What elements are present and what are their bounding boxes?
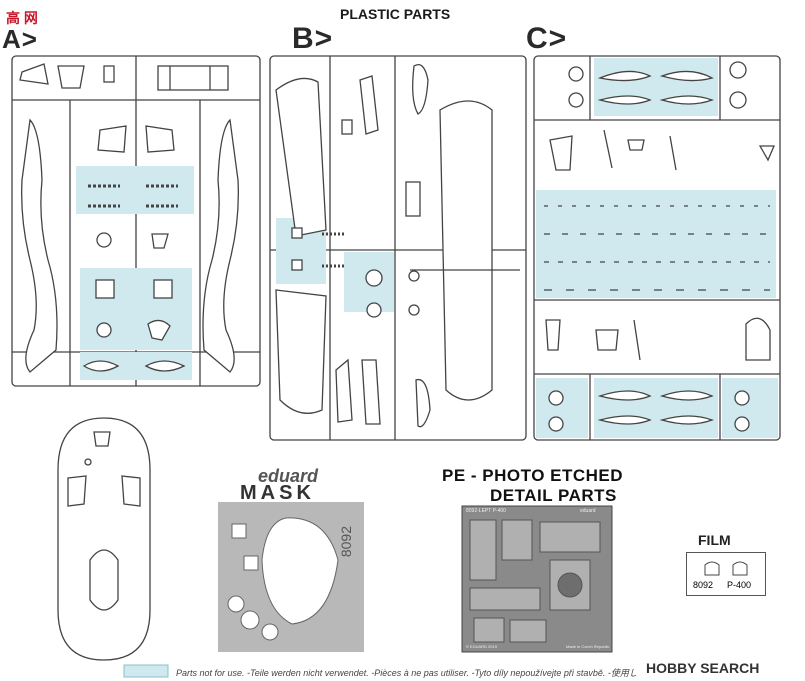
wing-upper-left — [275, 77, 327, 237]
watermark-text: HOBBY SEARCH — [646, 660, 760, 676]
wing-full — [439, 100, 493, 401]
site-logo-text: 高 网 — [6, 10, 38, 26]
pe-fret-code: 8092-LEPT P-400 — [466, 508, 506, 514]
sprue-a-label: A> — [2, 24, 38, 54]
pe-title-line1: PE - PHOTO ETCHED — [442, 466, 624, 485]
site-logo: 高 网 — [6, 8, 38, 28]
page-title: PLASTIC PARTS — [340, 6, 451, 22]
film-dials-icon — [704, 561, 748, 576]
pe-fret-copyright: © EDUARD 2019 — [466, 644, 497, 649]
sprue-b-label: B> — [292, 22, 334, 55]
sprue-c-frame — [533, 55, 781, 441]
pe-fret-origin: Made in Czech Republic — [566, 644, 610, 649]
film-sheet: 8092 P-400 — [686, 552, 766, 596]
mask-brand: eduard — [258, 466, 319, 486]
pe-title-line2: DETAIL PARTS — [490, 486, 617, 505]
sprue-c-unused-parts — [536, 58, 778, 438]
wing-lower-left — [275, 289, 327, 414]
mask-code: 8092 — [338, 526, 354, 558]
sprue-a-unused-parts — [76, 166, 194, 380]
sprue-c-label: C> — [526, 22, 568, 55]
sprue-b-frame — [269, 55, 527, 441]
fuselage-left — [21, 118, 58, 373]
film-model: P-400 — [727, 580, 752, 590]
legend-swatch — [123, 664, 169, 678]
fuselage-right — [202, 118, 239, 373]
mask-label: MASK — [240, 482, 315, 504]
pe-fret-brand: eduard — [580, 508, 596, 514]
film-label: FILM — [698, 532, 731, 548]
legend-text: Parts not for use. -Teile werden nicht v… — [176, 668, 636, 678]
watermark: HOBBY SEARCH — [646, 660, 759, 676]
clear-sprue-frame — [57, 417, 151, 661]
film-code: 8092 — [693, 580, 714, 590]
